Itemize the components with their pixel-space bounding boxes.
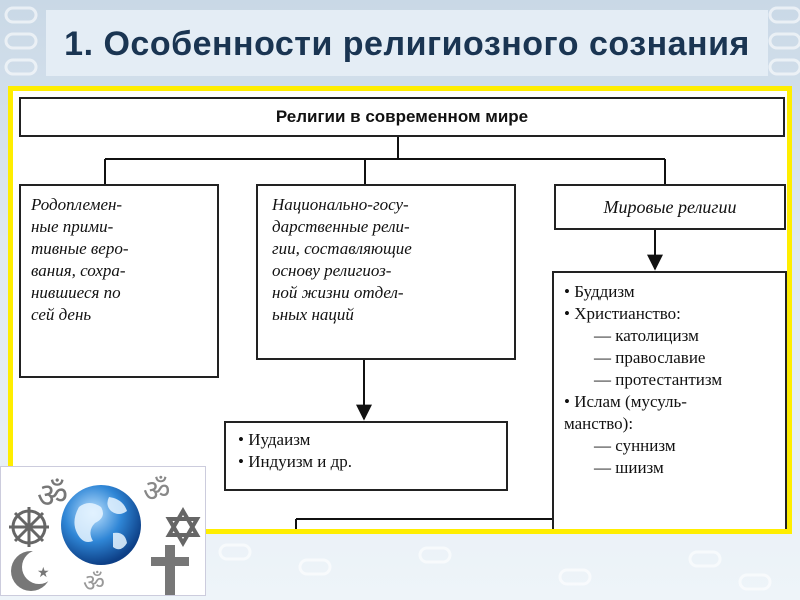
slide-title-box: 1. Особенности религиозного сознания bbox=[46, 10, 768, 76]
tribal-beliefs-node: Родоплемен- ные прими- тивные веро- вани… bbox=[19, 184, 219, 378]
svg-text:ॐ: ॐ bbox=[83, 569, 105, 596]
world-religions-node: Мировые религии bbox=[554, 184, 786, 230]
list-item-islam-cont: манство): bbox=[564, 414, 634, 433]
star-of-david-icon bbox=[165, 507, 201, 547]
om-icon: ॐ bbox=[143, 474, 170, 509]
svg-text:ॐ: ॐ bbox=[37, 476, 68, 516]
svg-text:ॐ: ॐ bbox=[143, 474, 170, 509]
list-subitem: — шиизм bbox=[594, 458, 664, 477]
om-icon: ॐ bbox=[83, 569, 105, 596]
national-examples-node: • Иудаизм • Индуизм и др. bbox=[224, 421, 508, 491]
world-religions-list: • Буддизм • Христианство: — католицизм —… bbox=[552, 271, 787, 529]
crescent-icon: ★ bbox=[11, 550, 56, 591]
list-item-buddhism: • Буддизм bbox=[564, 282, 635, 301]
list-subitem: — протестантизм bbox=[594, 370, 723, 389]
globe-icon bbox=[61, 485, 141, 565]
diagram-frame: Религии в современном мире Родоплемен- н… bbox=[8, 86, 792, 534]
dharma-wheel-icon bbox=[9, 507, 49, 547]
cross-icon bbox=[151, 545, 189, 595]
list-item-christianity: • Христианство: bbox=[564, 304, 681, 323]
list-subitem: — суннизм bbox=[594, 436, 676, 455]
list-item-islam: • Ислам (мусуль- bbox=[564, 392, 687, 411]
root-node: Религии в современном мире bbox=[19, 97, 785, 137]
list-item: • Индуизм и др. bbox=[238, 452, 353, 471]
svg-text:★: ★ bbox=[37, 565, 50, 581]
list-subitem: — православие bbox=[594, 348, 706, 367]
list-subitem: — католицизм bbox=[594, 326, 699, 345]
connector-lines bbox=[104, 137, 666, 529]
slide-title: 1. Особенности религиозного сознания bbox=[64, 25, 750, 63]
religion-symbols-image: ॐ ॐ bbox=[0, 466, 206, 596]
national-religions-node: Национально-госу- дарственные рели- гии,… bbox=[256, 184, 516, 360]
list-item: • Иудаизм bbox=[238, 430, 311, 449]
om-icon: ॐ bbox=[37, 476, 68, 516]
